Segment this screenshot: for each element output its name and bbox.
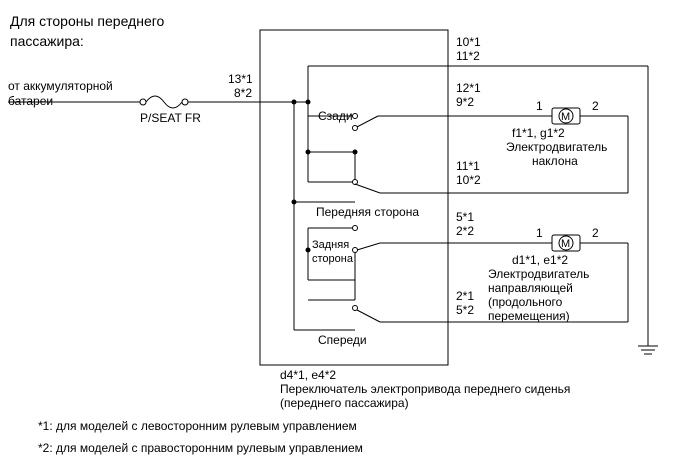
fuse-icon (139, 95, 189, 109)
switch-name-1: Переключатель электропривода переднего с… (280, 382, 570, 396)
switch-housing (259, 29, 449, 366)
recline-motor: M 1 2 f1*1, g1*2 Электродвигатель наклон… (506, 99, 629, 193)
pin-slide-top-b: 2*2 (456, 224, 474, 238)
switch-forward-label: Спереди (318, 333, 367, 347)
pin-recline-bottom-a: 11*1 (456, 159, 480, 173)
switch-connector: d4*1, e4*2 (280, 368, 336, 382)
recline-connector: f1*1, g1*2 (512, 126, 565, 140)
switch-internal-wiring (260, 99, 358, 331)
switch-outputs (378, 115, 628, 323)
pin-ground-b: 11*2 (456, 49, 480, 63)
switch-front-side-label: Передняя сторона (316, 205, 419, 219)
slide-pin-1: 1 (536, 226, 543, 240)
recline-pin-1: 1 (536, 99, 543, 113)
motor-icon: M (561, 238, 570, 250)
source-label-2: батареи (8, 94, 53, 108)
pin-slide-bottom-a: 2*1 (456, 289, 474, 303)
ground-wire (307, 65, 649, 346)
switch-contacts (352, 113, 381, 323)
switch-rear-label: Сзади (318, 109, 353, 123)
switch-back-side-label-2: сторона (312, 253, 354, 265)
slide-name-3: (продольного (488, 295, 563, 309)
recline-name-2: наклона (532, 154, 578, 168)
pin-recline-top-a: 12*1 (456, 81, 481, 95)
fuse-label: P/SEAT FR (140, 111, 201, 125)
slide-name-4: перемещения) (488, 309, 570, 323)
pin-slide-top-a: 5*1 (456, 210, 474, 224)
source-label-1: от аккумуляторной (8, 79, 113, 93)
slide-motor: M 1 2 d1*1, e1*2 Электродвигатель направ… (488, 226, 629, 323)
pin-ground-a: 10*1 (456, 35, 481, 49)
battery-feed: от аккумуляторной батареи P/SEAT FR 13*1… (8, 72, 260, 125)
ground-icon (638, 345, 658, 355)
switch-back-side-label-1: Задняя (312, 239, 349, 251)
footnote-1: *1: для моделей с левосторонним рулевым … (38, 419, 357, 433)
slide-name-2: направляющей (488, 281, 573, 295)
header-line-1: Для стороны переднего (10, 13, 165, 29)
header-line-2: пассажира: (10, 33, 84, 49)
footnote-2: *2: для моделей с правосторонним рулевым… (38, 441, 363, 455)
slide-connector: d1*1, e1*2 (512, 253, 568, 267)
motor-icon: M (561, 111, 570, 123)
pin-recline-top-b: 9*2 (456, 95, 474, 109)
slide-pin-2: 2 (592, 226, 599, 240)
pin-input-b: 8*2 (234, 86, 252, 100)
recline-name-1: Электродвигатель (506, 140, 607, 154)
pin-input-a: 13*1 (228, 72, 253, 86)
slide-name-1: Электродвигатель (488, 267, 589, 281)
pin-recline-bottom-b: 10*2 (456, 173, 481, 187)
pin-slide-bottom-b: 5*2 (456, 303, 474, 317)
recline-pin-2: 2 (592, 99, 599, 113)
switch-name-2: (переднего пассажира) (280, 396, 409, 410)
